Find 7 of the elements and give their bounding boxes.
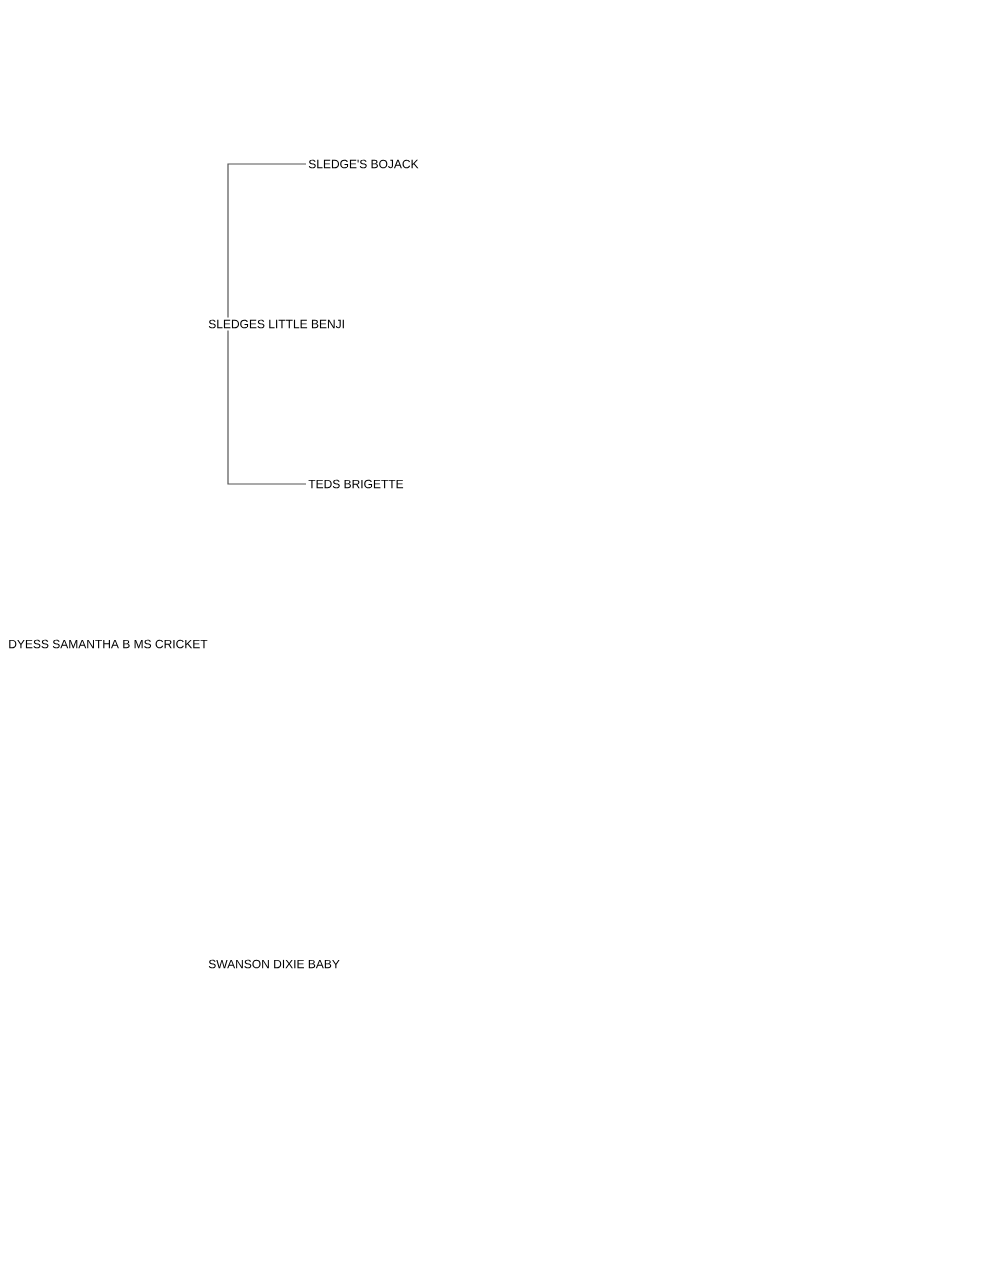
- pedigree-name: DYESS SAMANTHA B MS CRICKET: [9, 639, 208, 649]
- pedigree-name: SLEDGES LITTLE BENJI: [208, 319, 344, 329]
- pedigree-name: SWANSON DIXIE BABY: [208, 959, 340, 969]
- pedigree-name: SLEDGE'S BOJACK: [308, 159, 419, 169]
- pedigree-line: [227, 329, 307, 485]
- pedigree-line: [227, 163, 307, 319]
- pedigree-name: TEDS BRIGETTE: [308, 479, 404, 489]
